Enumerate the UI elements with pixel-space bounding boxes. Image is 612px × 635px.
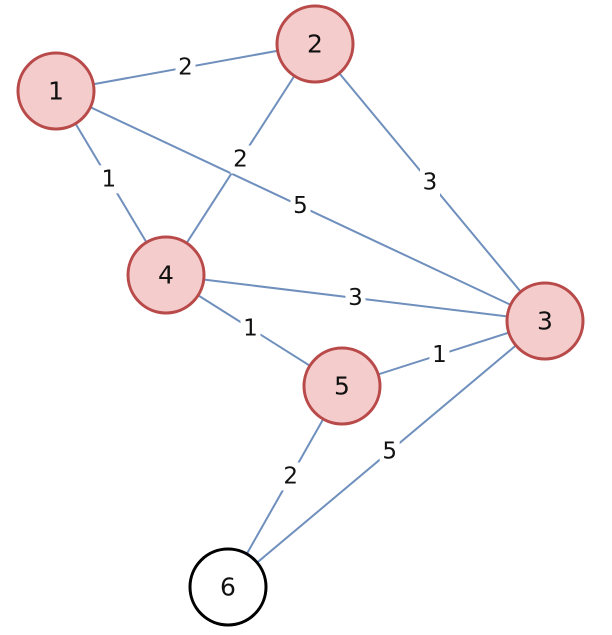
node-label: 2	[307, 30, 323, 59]
node-circle	[126, 235, 206, 315]
node-3: 3	[505, 281, 585, 361]
edge-label-background	[290, 192, 311, 220]
edge-label-background	[240, 314, 261, 343]
edge-weight-label: 3	[423, 170, 438, 196]
edge-weight-label: 1	[432, 342, 447, 368]
node-circle	[188, 547, 268, 627]
node-label: 5	[334, 372, 350, 401]
node-label: 3	[537, 307, 553, 336]
edge-label-background	[175, 53, 196, 82]
edge-label-background	[280, 462, 301, 491]
node-circle	[16, 51, 96, 131]
edge-weight-label: 2	[283, 463, 298, 489]
edges-layer: 2 1 5 2 3 3 1 1 2 5	[55, 43, 546, 588]
node-label: 6	[220, 573, 236, 602]
node-circle	[302, 346, 382, 426]
edge-2-3: 3	[314, 43, 546, 322]
node-2: 2	[275, 4, 355, 84]
edge-1-3: 5	[55, 90, 546, 322]
node-1: 1	[16, 51, 96, 131]
edge-4-3: 3	[165, 274, 546, 322]
edge-weight-label: 3	[348, 285, 363, 311]
edge-weight-label: 5	[293, 193, 308, 219]
edge-weight-label: 1	[243, 315, 258, 341]
edge-1-2: 2	[55, 43, 316, 92]
node-label: 1	[48, 77, 64, 106]
nodes-layer: 1 2 3 4 5 6	[16, 4, 585, 627]
edge-2-4: 2	[165, 43, 316, 276]
edge-label-background	[230, 145, 251, 174]
edge-label-background	[379, 437, 400, 466]
node-circle	[275, 4, 355, 84]
edge-weight-label: 2	[233, 147, 248, 173]
edge-weight-label: 1	[101, 166, 116, 192]
edge-weight-label: 2	[178, 55, 193, 81]
node-6: 6	[188, 547, 268, 627]
edge-weight-label: 5	[382, 438, 397, 464]
node-4: 4	[126, 235, 206, 315]
node-label: 4	[158, 261, 174, 290]
edge-label-background	[98, 165, 119, 194]
node-circle	[505, 281, 585, 361]
edge-3-6: 5	[227, 320, 546, 588]
edge-label-background	[345, 284, 366, 312]
node-5: 5	[302, 346, 382, 426]
edge-label-background	[429, 340, 450, 369]
edge-label-background	[420, 168, 440, 197]
